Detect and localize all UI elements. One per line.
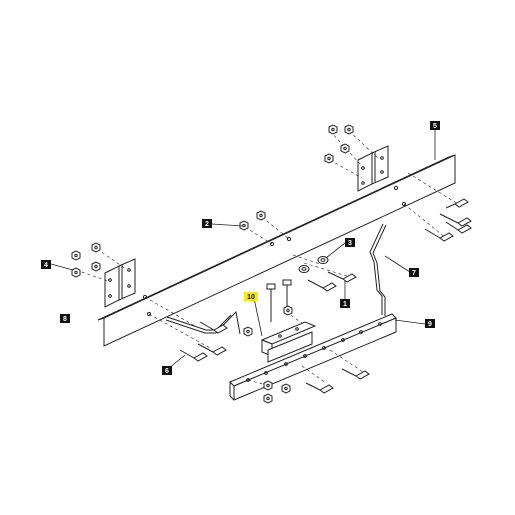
bolts	[179, 198, 472, 394]
callout-label: 6	[165, 368, 169, 375]
bolt	[307, 279, 337, 292]
nut	[263, 393, 273, 404]
nuts	[71, 124, 354, 404]
angle-iron	[229, 313, 397, 401]
callout-label: 3	[348, 240, 352, 247]
clamp-plate	[260, 321, 317, 363]
callout-2: 2	[202, 219, 212, 228]
callout-1: 1	[340, 299, 350, 308]
left-bracket	[104, 258, 136, 308]
nut	[256, 210, 266, 221]
callout-5: 5	[430, 121, 440, 130]
bolt	[424, 228, 454, 242]
nut	[91, 261, 101, 272]
nut	[281, 383, 291, 394]
callout-6: 6	[162, 366, 172, 375]
bolt	[445, 221, 472, 234]
callout-label: 9	[428, 321, 432, 328]
callout-label: 2	[205, 221, 209, 228]
bolt	[439, 213, 472, 227]
nut	[328, 124, 338, 135]
nut	[344, 124, 354, 135]
callout-8: 8	[60, 314, 70, 323]
nut	[283, 305, 293, 316]
nut	[340, 143, 350, 154]
nut	[243, 326, 253, 337]
vertical-bolt	[266, 283, 276, 322]
callout-4: 4	[41, 260, 51, 269]
callout-label: 5	[433, 123, 437, 130]
callout-label: 4	[44, 262, 48, 269]
nut	[91, 242, 101, 253]
nut	[263, 380, 273, 391]
callout-label: 1	[343, 301, 347, 308]
main-bar	[97, 154, 456, 347]
right-bracket	[357, 145, 389, 192]
nut	[239, 220, 249, 231]
bolt	[445, 198, 469, 209]
nut	[71, 267, 81, 278]
callout-label: 8	[63, 316, 67, 323]
bolt	[327, 271, 357, 283]
nut	[71, 250, 81, 261]
nut	[324, 153, 334, 164]
bolt	[341, 368, 370, 380]
bolt	[179, 349, 208, 362]
callout-3: 3	[345, 238, 355, 247]
callout-10: 10	[244, 292, 258, 301]
bolt	[305, 382, 334, 394]
bolt	[199, 321, 228, 334]
callout-7: 7	[409, 268, 419, 277]
washers	[298, 256, 329, 273]
assembly-guides	[75, 130, 464, 387]
washer	[298, 265, 310, 273]
callout-9: 9	[425, 319, 435, 328]
leader-lines	[50, 126, 436, 369]
callout-label: 10	[247, 294, 255, 301]
bolt	[197, 343, 227, 356]
washer	[317, 256, 329, 264]
callout-label: 7	[412, 270, 416, 277]
